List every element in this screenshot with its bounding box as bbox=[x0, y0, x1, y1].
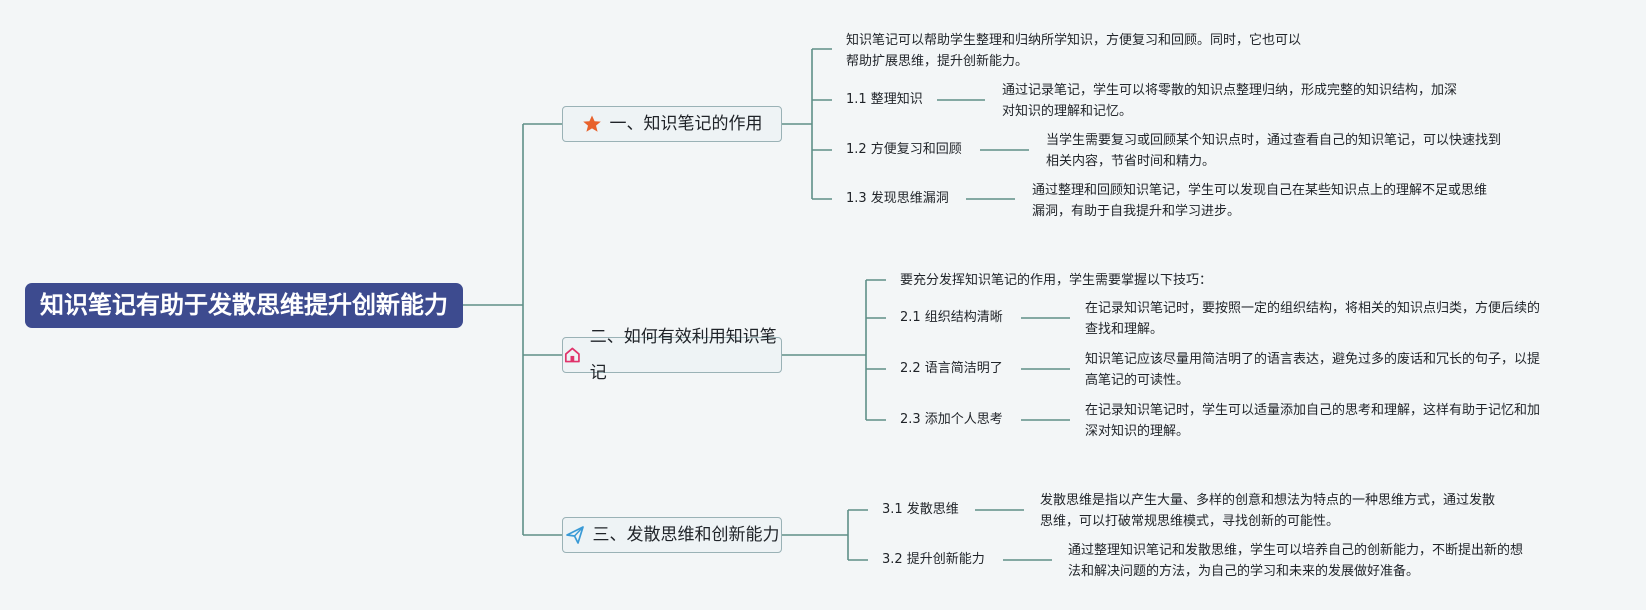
subtopic-label[interactable]: 1.2 方便复习和回顾 bbox=[846, 142, 962, 157]
subtopic-desc: 通过记录笔记，学生可以将零散的知识点整理归纳，形成完整的知识结构，加深对知识的理… bbox=[1002, 83, 1458, 119]
subtopic-desc: 发散思维是指以产生大量、多样的创意和想法为特点的一种思维方式，通过发散思维，可以… bbox=[1040, 493, 1496, 529]
branch-intro: 知识笔记可以帮助学生整理和归纳所学知识，方便复习和回顾。同时，它也可以帮助扩展思… bbox=[846, 33, 1302, 69]
subtopic-label[interactable]: 1.3 发现思维漏洞 bbox=[846, 191, 949, 206]
subtopic-desc: 在记录知识笔记时，学生可以适量添加自己的思考和理解，这样有助于记忆和加深对知识的… bbox=[1085, 403, 1541, 439]
branch-title: 二、如何有效利用知识笔记 bbox=[589, 327, 777, 383]
branch-title: 一、知识笔记的作用 bbox=[609, 114, 763, 134]
subtopic-desc: 在记录知识笔记时，要按照一定的组织结构，将相关的知识点归类，方便后续的查找和理解… bbox=[1085, 301, 1541, 337]
branch-use-notes[interactable]: 二、如何有效利用知识笔记 bbox=[562, 327, 782, 383]
branch-knowledge-notes-role[interactable]: 一、知识笔记的作用 bbox=[562, 106, 782, 142]
subtopic-label[interactable]: 2.3 添加个人思考 bbox=[900, 412, 1003, 427]
subtopic-label[interactable]: 2.1 组织结构清晰 bbox=[900, 310, 1003, 325]
home-icon bbox=[564, 347, 580, 363]
branch-title: 三、发散思维和创新能力 bbox=[592, 525, 780, 545]
branch-divergent-thinking[interactable]: 三、发散思维和创新能力 bbox=[562, 517, 782, 553]
subtopic-label[interactable]: 3.1 发散思维 bbox=[882, 502, 959, 517]
subtopic-desc: 当学生需要复习或回顾某个知识点时，通过查看自己的知识笔记，可以快速找到相关内容，… bbox=[1046, 133, 1502, 169]
subtopic-desc: 知识笔记应该尽量用简洁明了的语言表达，避免过多的废话和冗长的句子，以提高笔记的可… bbox=[1085, 352, 1541, 388]
subtopic-desc: 通过整理和回顾知识笔记，学生可以发现自己在某些知识点上的理解不足或思维漏洞，有助… bbox=[1032, 183, 1488, 219]
star-icon bbox=[582, 115, 601, 132]
subtopic-label[interactable]: 3.2 提升创新能力 bbox=[882, 552, 985, 567]
subtopic-desc: 通过整理知识笔记和发散思维，学生可以培养自己的创新能力，不断提出新的想法和解决问… bbox=[1068, 543, 1524, 579]
root-topic[interactable]: 知识笔记有助于发散思维提升创新能力 bbox=[25, 283, 463, 328]
branch-intro: 要充分发挥知识笔记的作用，学生需要掌握以下技巧： bbox=[900, 273, 1213, 288]
send-icon bbox=[565, 526, 584, 544]
subtopic-label[interactable]: 1.1 整理知识 bbox=[846, 92, 923, 107]
subtopic-label[interactable]: 2.2 语言简洁明了 bbox=[900, 361, 1003, 376]
